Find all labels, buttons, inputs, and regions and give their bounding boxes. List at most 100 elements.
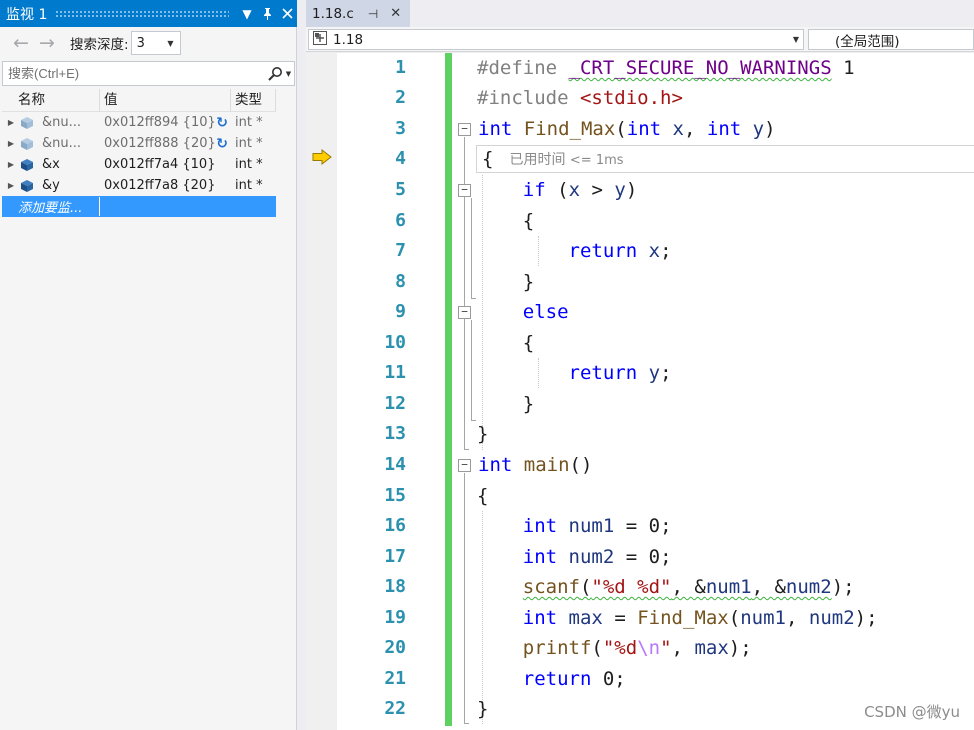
watch-title-bar[interactable]: 监视 1 ▼ [0,0,297,27]
code-line-15[interactable]: { [477,485,489,507]
watch-panel: 监视 1 ▼ ← → 搜索深度: 3 ▼ ▼ 名称 值 类型 [0,0,297,730]
watch-row-value: 0x012ff7a8 {20} [104,178,216,193]
code-line-3[interactable]: int Find_Max(int x, int y) [478,118,776,140]
refresh-icon[interactable]: ↻ [216,135,228,152]
watch-search-box: ▼ [2,61,295,86]
forward-arrow-icon[interactable]: → [39,32,55,54]
watch-table-header: 名称 值 类型 [2,89,276,112]
perftip-elapsed[interactable]: 已用时间 <= 1ms [509,152,624,168]
watch-row-type: int * [235,157,263,172]
code-line-8[interactable]: } [522,271,535,293]
code-line-16[interactable]: int num1 = 0; [522,515,672,537]
watch-row[interactable]: ▶ &nu... 0x012ff894 {10}↻ int * [2,112,276,133]
code-line-12[interactable]: } [522,393,535,415]
line-number: 9 [395,301,406,322]
indent-guide [538,236,539,266]
variable-cube-icon [20,137,34,151]
watch-row-name: &y [42,178,60,193]
chevron-down-icon: ▼ [167,38,174,48]
close-icon[interactable] [277,4,297,24]
tab-1-18-c[interactable]: 1.18.c ⊣ ✕ [306,0,410,27]
code-line-13[interactable]: } [477,423,489,445]
variable-cube-icon [20,179,34,193]
code-line-11[interactable]: return y; [568,362,672,384]
change-tracking-bar [445,53,452,726]
collapse-function-icon[interactable]: − [458,123,471,136]
outline-end [464,449,469,450]
outline-end [471,298,476,299]
pin-tab-icon[interactable]: ⊣ [367,6,379,21]
watch-row[interactable]: ▶ &y 0x012ff7a8 {20} int * [2,175,276,196]
watch-table: 名称 值 类型 ▶ &nu... 0x012ff894 {10}↻ int * … [2,89,276,217]
code-line-20[interactable]: printf("%d\n", max); [522,637,752,659]
chevron-down-icon: ▼ [792,35,799,44]
drag-grip[interactable] [55,10,229,17]
project-scope-dropdown[interactable]: 1.18 ▼ [308,29,804,50]
watch-search-input[interactable] [8,66,264,81]
collapse-if-icon[interactable]: − [458,184,471,197]
close-tab-icon[interactable]: ✕ [390,6,402,21]
navigation-bar: 1.18 ▼ (全局范围) [306,27,974,52]
current-statement-arrow-icon [312,148,332,169]
code-line-5[interactable]: if (x > y) [522,179,638,201]
expand-triangle-icon[interactable]: ▶ [7,139,15,148]
line-number: 6 [395,210,406,231]
pin-icon[interactable] [257,4,277,24]
add-watch-placeholder[interactable]: 添加要监... [2,197,100,216]
code-line-14[interactable]: int main() [478,454,593,476]
watch-row-name: &x [42,157,60,172]
line-number: 11 [384,362,406,383]
add-watch-row[interactable]: 添加要监... [2,196,276,217]
code-line-10[interactable]: { [522,332,535,354]
line-number: 15 [384,485,406,506]
line-number: 1 [395,57,406,78]
line-number: 21 [384,668,406,689]
watch-toolbar: ← → 搜索深度: 3 ▼ [0,27,297,59]
code-line-6[interactable]: { [522,210,535,232]
variable-cube-icon [20,158,34,172]
watch-title: 监视 1 [6,6,48,23]
column-header-value[interactable]: 值 [100,89,231,111]
column-header-name[interactable]: 名称 [2,89,100,111]
line-number: 14 [384,454,406,475]
line-number: 22 [384,698,406,719]
code-line-19[interactable]: int max = Find_Max(num1, num2); [522,607,878,629]
search-options-dropdown-icon[interactable]: ▼ [285,69,292,78]
search-depth-select[interactable]: 3 ▼ [130,31,181,55]
indent-guide [482,511,483,724]
member-scope-dropdown[interactable]: (全局范围) [808,29,974,50]
indicator-margin[interactable] [306,53,337,730]
perftip-line-4[interactable]: { 已用时间 <= 1ms [476,145,974,173]
code-line-2[interactable]: #include <stdio.h> [477,87,683,109]
window-position-dropdown-icon[interactable]: ▼ [242,6,252,21]
back-arrow-icon[interactable]: ← [13,32,29,54]
code-line-1[interactable]: #define _CRT_SECURE_NO_WARNINGS 1 [477,57,855,79]
code-line-21[interactable]: return 0; [522,668,626,690]
watch-row[interactable]: ▶ &x 0x012ff7a4 {10} int * [2,154,276,175]
line-number: 17 [384,546,406,567]
collapse-else-icon[interactable]: − [458,306,471,319]
line-number: 19 [384,607,406,628]
line-number: 4 [395,148,406,169]
watch-row-type: int * [235,136,263,151]
watch-row-name: &nu... [42,136,82,151]
code-line-9[interactable]: else [522,301,569,323]
collapse-main-icon[interactable]: − [458,459,471,472]
project-icon [313,30,327,49]
indent-guide [482,175,483,450]
refresh-icon[interactable]: ↻ [216,114,228,131]
watch-row[interactable]: ▶ &nu... 0x012ff888 {20}↻ int * [2,133,276,154]
indent-guide [538,358,539,388]
code-line-7[interactable]: return x; [568,240,672,262]
code-line-22[interactable]: } [477,698,489,720]
code-editor[interactable]: 1 2 3 4 5 6 7 8 9 10 11 12 13 14 15 16 1… [306,53,974,730]
code-line-17[interactable]: int num2 = 0; [522,546,672,568]
line-number: 16 [384,515,406,536]
column-header-type[interactable]: 类型 [231,89,276,111]
expand-triangle-icon[interactable]: ▶ [7,160,15,169]
search-icon[interactable]: ▼ [264,66,294,82]
expand-triangle-icon[interactable]: ▶ [7,181,15,190]
code-line-18[interactable]: scanf("%d %d", &num1, &num2); [522,576,855,598]
watch-row-value: 0x012ff7a4 {10} [104,157,216,172]
expand-triangle-icon[interactable]: ▶ [7,118,15,127]
